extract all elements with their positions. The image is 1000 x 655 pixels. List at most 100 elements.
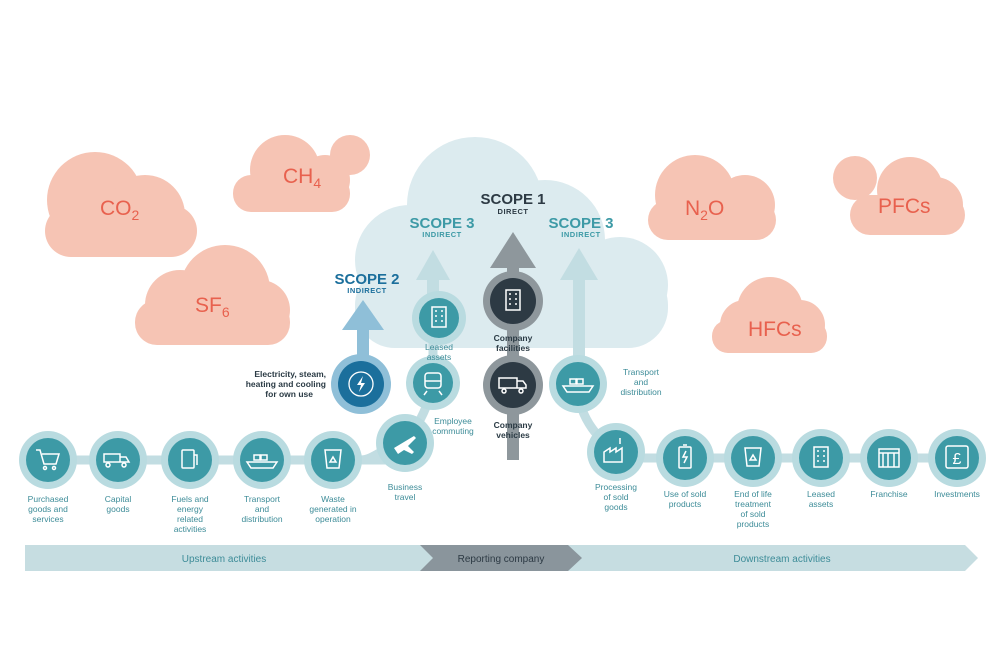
company-label-vehicles: Company vehicles	[494, 420, 533, 440]
svg-text:generated in: generated in	[309, 504, 357, 514]
scope2-sub: INDIRECT	[347, 286, 386, 295]
svg-text:of sold: of sold	[603, 492, 628, 502]
factory-icon	[603, 438, 623, 463]
svg-text:vehicles: vehicles	[496, 430, 530, 440]
svg-text:Business: Business	[388, 482, 423, 492]
svg-text:Waste: Waste	[321, 494, 345, 504]
gas-pfcs: PFCs	[878, 195, 931, 218]
factory-building-icon	[505, 289, 521, 311]
svg-text:goods and: goods and	[28, 504, 68, 514]
svg-text:distribution: distribution	[241, 514, 282, 524]
cargo-ship-icon	[561, 378, 595, 393]
band-downstream-label: Downstream activities	[733, 554, 830, 565]
svg-text:Transport: Transport	[623, 367, 660, 377]
scope2-node-electricity[interactable]	[331, 354, 391, 414]
svg-text:distribution: distribution	[620, 387, 661, 397]
scope2-label-electricity: Electricity, steam, heating and cooling …	[246, 369, 326, 399]
storefront-icon	[878, 448, 900, 468]
recycling-bin-icon	[744, 447, 762, 467]
svg-text:£: £	[953, 451, 962, 468]
pound-sign-icon: £	[945, 445, 969, 469]
upstream-node-capital-goods[interactable]	[89, 431, 147, 489]
cargo-ship-icon	[245, 454, 279, 469]
company-label-facilities: Company facilities	[494, 333, 533, 353]
band-upstream	[25, 545, 438, 571]
downstream-label-franchise: Franchise	[870, 489, 908, 499]
svg-text:products: products	[669, 499, 702, 509]
downstream-label-leased-assets: Leased assets	[807, 489, 835, 509]
svg-text:Company: Company	[494, 420, 533, 430]
shopping-cart-icon	[36, 449, 61, 471]
upstream-node-waste[interactable]	[304, 431, 362, 489]
activity-bands: Upstream activities Reporting company Do…	[25, 545, 978, 571]
svg-text:and: and	[255, 504, 269, 514]
downstream-node-end-of-life[interactable]	[724, 429, 782, 487]
gas-ch4: CH4	[283, 165, 321, 191]
downstream-label-use-of-products: Use of sold products	[664, 489, 707, 509]
downstream-node-processing[interactable]	[587, 423, 645, 481]
svg-text:treatment: treatment	[735, 499, 772, 509]
recycling-bin-icon	[324, 449, 342, 469]
fuel-canister-icon	[181, 449, 198, 469]
svg-text:activities: activities	[174, 524, 207, 534]
upstream-node-transport[interactable]	[233, 431, 291, 489]
svg-text:Use of sold: Use of sold	[664, 489, 707, 499]
svg-text:facilities: facilities	[496, 343, 530, 353]
svg-text:Transport: Transport	[244, 494, 281, 504]
upstream-label-employee-commuting: Employee commuting	[432, 416, 474, 436]
svg-text:related: related	[177, 514, 203, 524]
svg-text:commuting: commuting	[432, 426, 474, 436]
svg-text:Capital: Capital	[105, 494, 132, 504]
gas-hfcs: HFCs	[748, 318, 802, 341]
svg-text:goods: goods	[604, 502, 627, 512]
svg-text:of sold: of sold	[740, 509, 765, 519]
downstream-label-transport: Transport and distribution	[620, 367, 661, 397]
band-upstream-label: Upstream activities	[182, 554, 266, 565]
lightning-icon	[357, 376, 365, 392]
svg-text:End of life: End of life	[734, 489, 772, 499]
cloud-co2	[45, 152, 197, 257]
downstream-node-franchise[interactable]	[860, 429, 918, 487]
scope3-left-sub: INDIRECT	[422, 230, 461, 239]
svg-text:goods: goods	[106, 504, 129, 514]
upstream-node-employee-commuting[interactable]	[406, 356, 460, 410]
dump-truck-icon	[103, 453, 131, 468]
svg-text:operation: operation	[315, 514, 351, 524]
company-node-vehicles[interactable]	[483, 355, 543, 415]
svg-text:for own use: for own use	[265, 389, 313, 399]
upstream-label-leased-assets: Leased assets	[425, 342, 453, 362]
upstream-node-purchased-goods[interactable]	[19, 431, 77, 489]
airplane-icon	[394, 436, 416, 454]
downstream-node-use-of-products[interactable]	[656, 429, 714, 487]
upstream-label-business-travel: Business travel	[388, 482, 423, 502]
gas-n2o: N2O	[685, 197, 724, 223]
downstream-node-leased-assets[interactable]	[792, 429, 850, 487]
scope3-right-sub: INDIRECT	[561, 230, 600, 239]
svg-text:energy: energy	[177, 504, 204, 514]
cloud-hfcs	[712, 277, 827, 353]
gas-co2: CO2	[100, 197, 140, 223]
downstream-node-transport[interactable]	[549, 355, 607, 413]
upstream-node-leased-assets[interactable]	[412, 291, 466, 345]
cloud-pfcs	[833, 156, 965, 235]
svg-text:Company: Company	[494, 333, 533, 343]
train-icon	[423, 372, 443, 396]
svg-text:and: and	[634, 377, 648, 387]
cloud-n2o	[648, 155, 776, 240]
upstream-label-transport: Transport and distribution	[241, 494, 282, 524]
gas-sf6: SF6	[195, 294, 230, 320]
company-node-facilities[interactable]	[483, 271, 543, 331]
downstream-node-investments[interactable]: £	[928, 429, 986, 487]
office-building-icon	[813, 446, 829, 468]
battery-icon	[678, 444, 692, 469]
svg-text:services: services	[32, 514, 63, 524]
svg-text:heating and cooling: heating and cooling	[246, 379, 326, 389]
svg-text:Franchise: Franchise	[870, 489, 908, 499]
svg-text:assets: assets	[427, 352, 452, 362]
upstream-node-fuels-energy[interactable]	[161, 431, 219, 489]
office-building-icon	[431, 306, 447, 328]
svg-text:Leased: Leased	[807, 489, 835, 499]
upstream-node-business-travel[interactable]	[376, 414, 434, 472]
